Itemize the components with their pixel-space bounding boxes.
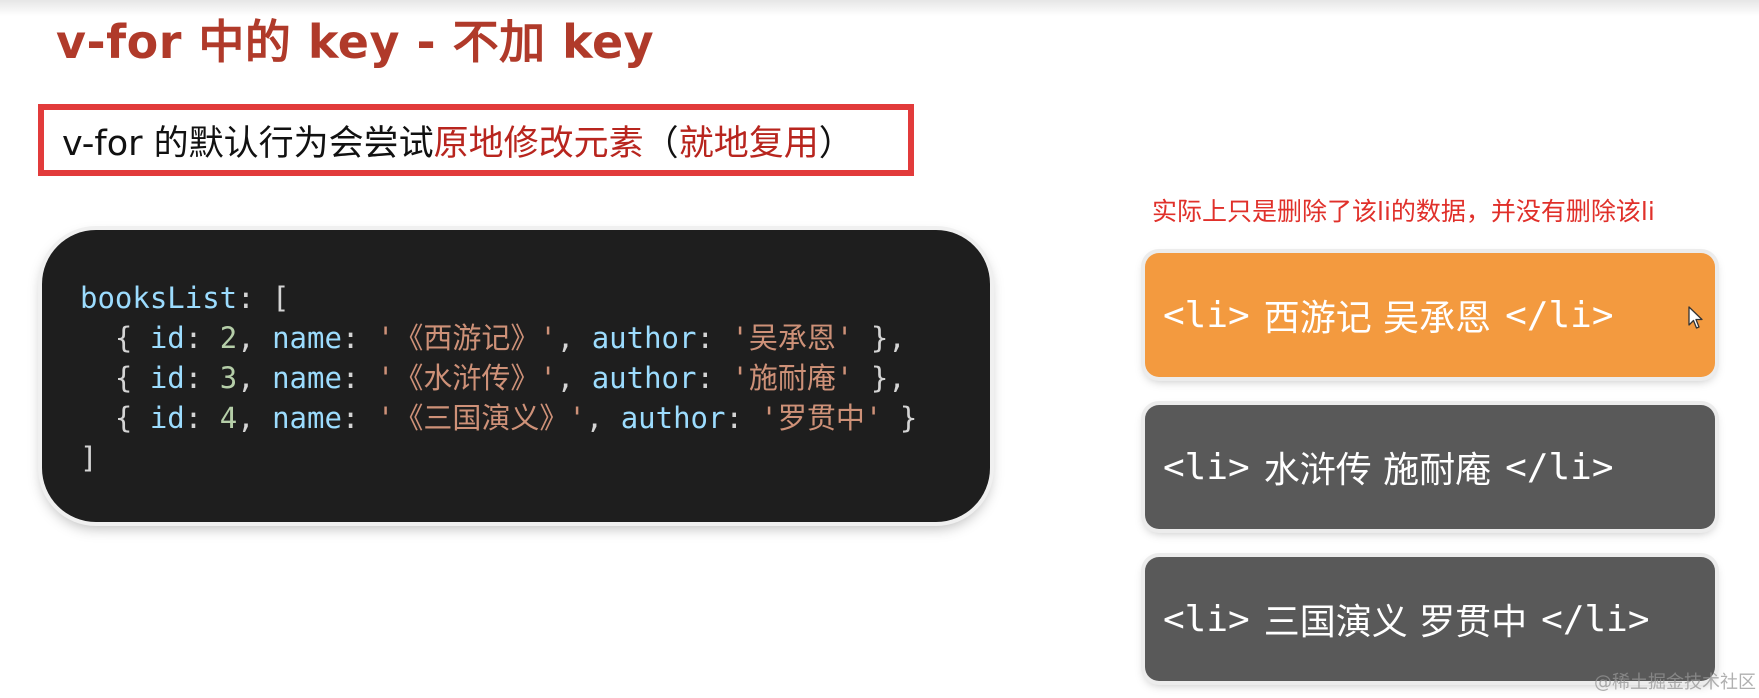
watermark: @稀土掘金技术社区 — [1594, 672, 1756, 693]
side-caption: 实际上只是删除了该li的数据，并没有删除该li — [1152, 197, 1655, 226]
li-text: 西游记 吴承恩 — [1263, 298, 1492, 339]
li-open-tag: <li> — [1163, 294, 1250, 336]
code-line-item: { id: 3, name: '《水浒传》', author: '施耐庵' }, — [80, 361, 906, 395]
code-id-value: 2 — [219, 321, 238, 355]
li-text: 三国演义 罗贯中 — [1263, 602, 1528, 643]
code-name-value: 《水浒传》 — [394, 361, 540, 395]
code-author-value: 施耐庵 — [748, 361, 836, 395]
li-open-tag: <li> — [1163, 598, 1250, 640]
slide-title: v-for 中的 key - 不加 key — [56, 15, 655, 69]
code-line-close: ] — [80, 441, 98, 475]
li-text: 水浒传 施耐庵 — [1263, 450, 1492, 491]
note-highlight-reuse: 就地复用 — [678, 123, 819, 164]
code-line-item: { id: 2, name: '《西游记》', author: '吴承恩' }, — [80, 321, 906, 355]
code-author-value: 吴承恩 — [748, 321, 836, 355]
li-close-tag: </li> — [1505, 446, 1614, 488]
code-line-item: { id: 4, name: '《三国演义》', author: '罗贯中' } — [80, 401, 918, 435]
li-close-tag: </li> — [1505, 294, 1614, 336]
li-close-tag: </li> — [1541, 598, 1650, 640]
li-item-active[interactable]: <li> 西游记 吴承恩 </li> — [1145, 253, 1715, 377]
note-box: v-for 的默认行为会尝试 原地修改元素 （就地复用） — [38, 104, 914, 176]
code-open-bracket: : [ — [237, 281, 290, 315]
top-shade — [0, 0, 1759, 16]
code-id-value: 3 — [219, 361, 238, 395]
code-var-name: booksList — [80, 281, 238, 315]
note-highlight-in-place: 原地修改元素 — [433, 123, 644, 164]
code-id-value: 4 — [219, 401, 238, 435]
code-author-value: 罗贯中 — [777, 401, 865, 435]
note-suffix: ） — [818, 123, 854, 164]
li-open-tag: <li> — [1163, 446, 1250, 488]
code-name-value: 《西游记》 — [394, 321, 540, 355]
note-gap: （ — [643, 123, 679, 164]
code-block: booksList: [ { id: 2, name: '《西游记》', aut… — [42, 230, 990, 522]
note-prefix: v-for 的默认行为会尝试 — [62, 123, 434, 164]
mouse-cursor-icon — [1688, 306, 1703, 329]
li-item[interactable]: <li> 三国演义 罗贯中 </li> — [1145, 557, 1715, 681]
li-item[interactable]: <li> 水浒传 施耐庵 </li> — [1145, 405, 1715, 529]
code-line-declaration: booksList: [ — [80, 278, 990, 318]
code-name-value: 《三国演义》 — [394, 401, 569, 435]
